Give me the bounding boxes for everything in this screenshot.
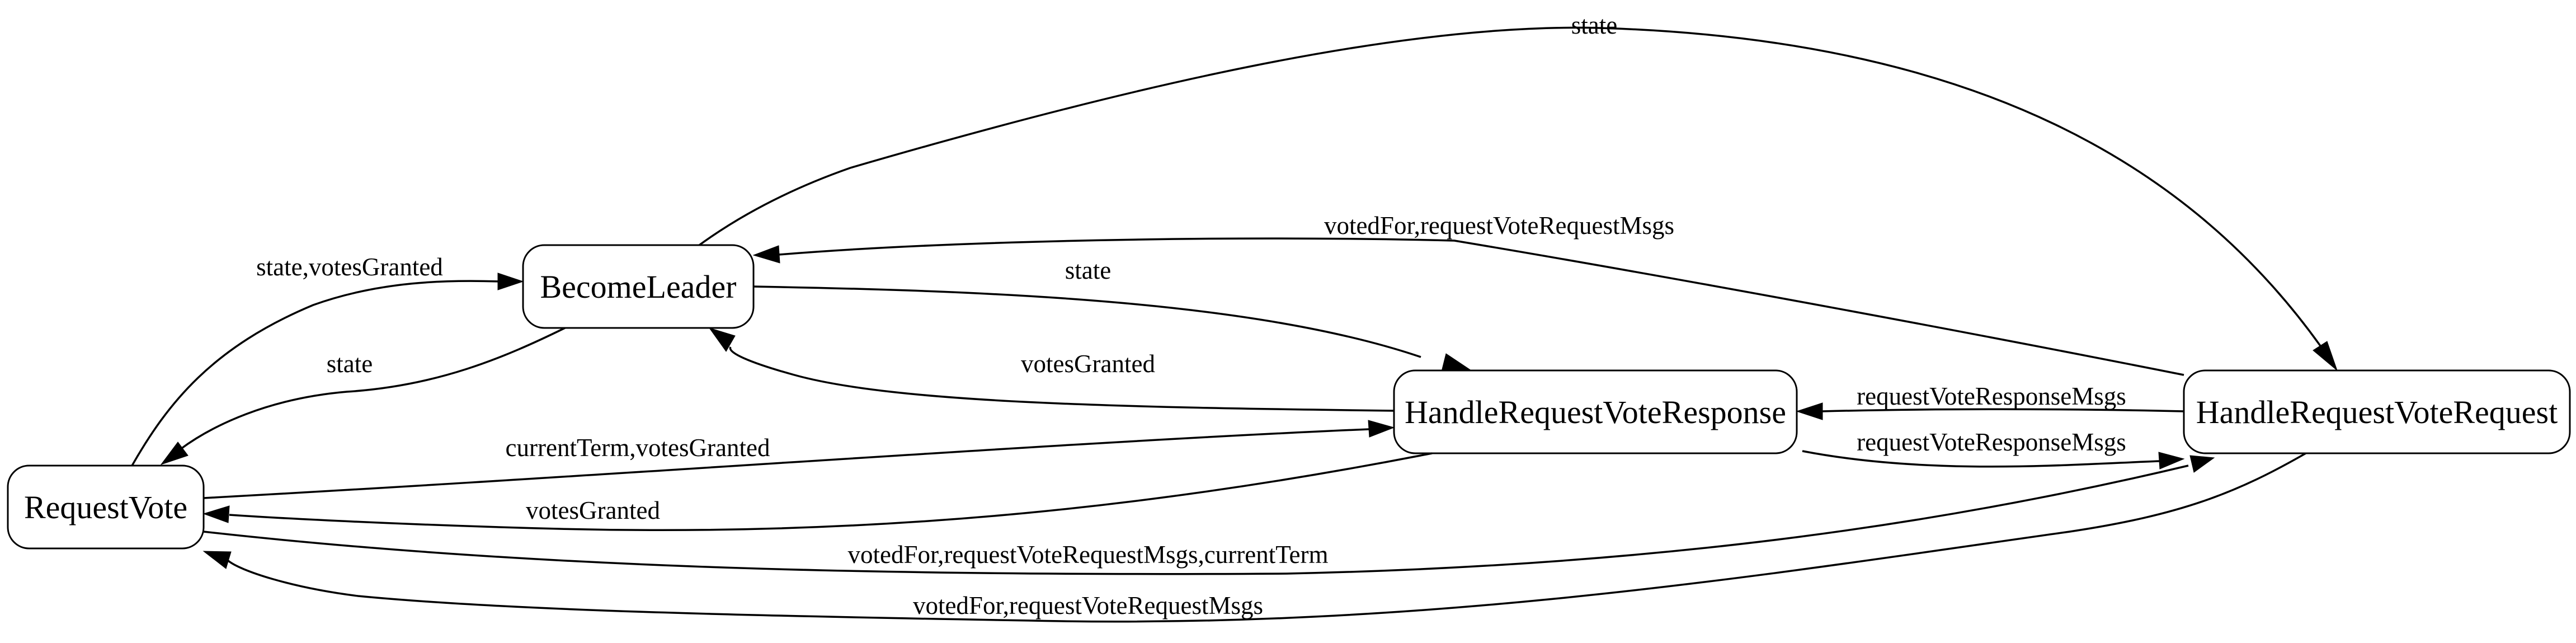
edge-request-vote-to-handle-request-vote-request-label: votedFor,requestVoteRequestMsgs,currentT… <box>847 541 1328 569</box>
edge-handle-request-vote-response-to-handle-request-vote-request-label: requestVoteResponseMsgs <box>1857 428 2126 456</box>
edge-handle-request-vote-request-to-handle-request-vote-response-arrow <box>1796 402 1823 420</box>
edge-request-vote-to-handle-request-vote-response-label: currentTerm,votesGranted <box>506 434 770 462</box>
edge-become-leader-to-handle-request-vote-request-arrow <box>2313 341 2338 372</box>
edge-handle-request-vote-response-to-request-vote-label: votesGranted <box>526 496 660 524</box>
edge-handle-request-vote-request-to-request-vote-label: votedFor,requestVoteRequestMsgs <box>913 592 1263 619</box>
edge-request-vote-to-become-leader-line <box>131 280 500 466</box>
edge-become-leader-to-handle-request-vote-response-line <box>753 285 1421 358</box>
edge-handle-request-vote-request-to-handle-request-vote-response[interactable]: requestVoteResponseMsgs <box>1796 382 2184 420</box>
node-handle-request-vote-response-label: HandleRequestVoteResponse <box>1405 394 1786 430</box>
edge-handle-request-vote-request-to-handle-request-vote-response-line <box>1821 408 2184 412</box>
edge-handle-request-vote-request-to-handle-request-vote-response-label: requestVoteResponseMsgs <box>1857 382 2126 410</box>
edge-handle-request-vote-response-to-handle-request-vote-request[interactable]: requestVoteResponseMsgs <box>1802 428 2185 470</box>
node-handle-request-vote-request-label: HandleRequestVoteRequest <box>2196 394 2558 430</box>
edge-handle-request-vote-response-to-handle-request-vote-request-arrow <box>2158 452 2185 470</box>
edge-become-leader-to-handle-request-vote-request-label: state <box>1571 11 1617 39</box>
edge-become-leader-to-request-vote-arrow <box>160 442 189 465</box>
edge-handle-request-vote-response-to-become-leader-line <box>729 346 1395 412</box>
edge-handle-request-vote-request-to-become-leader-arrow <box>752 245 780 264</box>
edge-handle-request-vote-response-to-become-leader-arrow <box>708 327 736 352</box>
node-handle-request-vote-request[interactable]: HandleRequestVoteRequest <box>2183 369 2571 454</box>
edge-handle-request-vote-response-to-request-vote[interactable]: votesGranted <box>202 452 1433 532</box>
edge-become-leader-to-handle-request-vote-response-label: state <box>1065 256 1111 284</box>
edge-handle-request-vote-response-to-become-leader-label: votesGranted <box>1021 350 1155 378</box>
edge-become-leader-to-handle-request-vote-response[interactable]: state <box>753 256 1472 371</box>
node-request-vote[interactable]: RequestVote <box>7 464 205 550</box>
node-become-leader-label: BecomeLeader <box>540 269 736 305</box>
edge-request-vote-to-handle-request-vote-request-arrow <box>2189 455 2215 473</box>
edge-become-leader-to-handle-request-vote-response-arrow <box>1442 353 1472 371</box>
edge-become-leader-to-request-vote-line <box>179 327 566 450</box>
node-become-leader[interactable]: BecomeLeader <box>522 244 755 329</box>
edge-become-leader-to-handle-request-vote-request-line <box>698 26 2321 347</box>
edge-become-leader-to-request-vote[interactable]: state <box>160 327 566 465</box>
node-handle-request-vote-response[interactable]: HandleRequestVoteResponse <box>1393 369 1798 454</box>
node-handle-request-vote-response-box <box>1393 369 1798 454</box>
node-handle-request-vote-request-box <box>2183 369 2571 454</box>
edge-become-leader-to-request-vote-label: state <box>327 350 373 378</box>
edge-handle-request-vote-request-to-request-vote-arrow <box>202 551 232 569</box>
edge-handle-request-vote-response-to-handle-request-vote-request-line <box>1802 450 2160 468</box>
node-request-vote-box <box>7 464 205 550</box>
node-become-leader-box <box>522 244 755 329</box>
edge-request-vote-to-become-leader-label: state,votesGranted <box>256 253 443 281</box>
edge-handle-request-vote-request-to-become-leader-label: votedFor,requestVoteRequestMsgs <box>1324 212 1674 240</box>
edge-handle-request-vote-response-to-request-vote-line <box>229 452 1433 532</box>
edge-request-vote-to-handle-request-vote-response[interactable]: currentTerm,votesGranted <box>203 420 1395 499</box>
edge-request-vote-to-handle-request-vote-request[interactable]: votedFor,requestVoteRequestMsgs,currentT… <box>203 455 2215 575</box>
edge-handle-request-vote-request-to-become-leader[interactable]: votedFor,requestVoteRequestMsgs <box>752 212 2184 376</box>
edge-handle-request-vote-request-to-request-vote-line <box>227 452 2306 623</box>
edge-become-leader-to-handle-request-vote-request[interactable]: state <box>698 11 2338 372</box>
edge-request-vote-to-handle-request-vote-response-line <box>203 428 1369 499</box>
edge-handle-request-vote-response-to-request-vote-arrow <box>202 505 230 523</box>
edge-handle-request-vote-response-to-become-leader[interactable]: votesGranted <box>708 327 1395 412</box>
node-request-vote-label: RequestVote <box>24 489 187 525</box>
edge-request-vote-to-handle-request-vote-request-line <box>203 464 2189 575</box>
edge-request-vote-to-handle-request-vote-response-arrow <box>1368 420 1395 438</box>
edge-request-vote-to-become-leader[interactable]: state,votesGranted <box>131 253 524 466</box>
edge-request-vote-to-become-leader-arrow <box>497 273 524 290</box>
edge-handle-request-vote-request-to-request-vote[interactable]: votedFor,requestVoteRequestMsgs <box>202 452 2306 623</box>
edge-handle-request-vote-request-to-become-leader-line <box>778 237 2184 376</box>
